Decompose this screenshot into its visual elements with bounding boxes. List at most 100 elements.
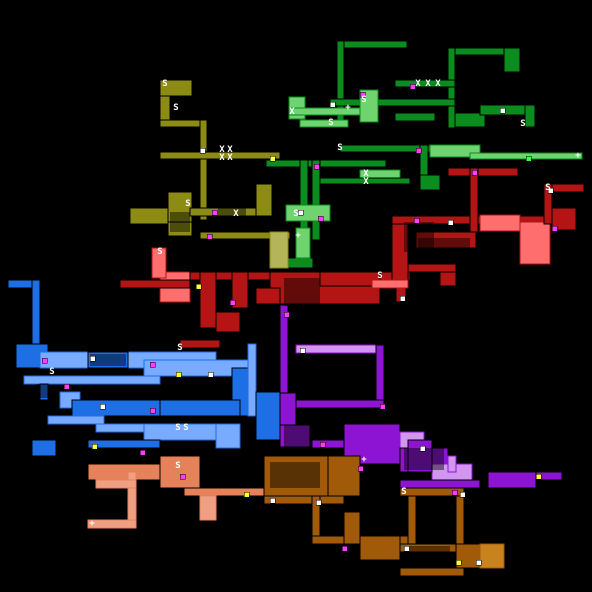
brown-region-room xyxy=(343,511,361,545)
red-region-room xyxy=(199,271,217,329)
door-marker xyxy=(313,163,320,170)
save-icon: S xyxy=(361,95,366,105)
door-marker xyxy=(207,371,214,378)
purple-region-room xyxy=(407,439,433,473)
purple-region-hatched-room xyxy=(284,425,310,447)
blocked-icon: X xyxy=(289,107,295,117)
blocked-icon: X xyxy=(415,79,421,89)
purple-region-room xyxy=(487,471,537,489)
door-marker xyxy=(175,371,182,378)
blocked-icon: X xyxy=(227,153,233,163)
blue-region-room xyxy=(23,375,161,385)
blue-region-room xyxy=(255,391,281,441)
heal-icon: + xyxy=(295,231,301,241)
red-region-room xyxy=(415,231,477,249)
green-region-room xyxy=(447,47,456,129)
door-marker xyxy=(243,491,250,498)
green-region-room xyxy=(394,112,436,122)
green-region-room xyxy=(394,79,456,88)
door-marker xyxy=(139,449,146,456)
blocked-icon: X xyxy=(227,145,233,155)
green-region-room xyxy=(503,47,521,73)
brown-region-room xyxy=(359,535,401,561)
door-marker xyxy=(319,441,326,448)
blocked-icon: X xyxy=(219,145,225,155)
door-marker xyxy=(447,219,454,226)
salmon-region-room xyxy=(199,495,217,521)
blue-region-hatched-room xyxy=(90,354,126,366)
door-marker xyxy=(341,545,348,552)
door-marker xyxy=(475,559,482,566)
blocked-icon: X xyxy=(425,79,431,89)
blocked-icon: X xyxy=(233,209,239,219)
save-icon: S xyxy=(293,209,298,219)
green-region-room xyxy=(419,174,441,191)
green-region-room xyxy=(265,159,387,168)
olive-region-hatched-room xyxy=(170,212,190,232)
door-marker xyxy=(315,499,322,506)
red-region-hatched-room xyxy=(418,238,470,248)
red-region-room xyxy=(371,279,409,289)
salmon-region-room xyxy=(95,479,137,489)
red-region-room xyxy=(151,247,167,279)
heal-icon: + xyxy=(89,519,95,529)
door-marker xyxy=(357,465,364,472)
save-icon: S xyxy=(162,79,167,89)
blue-region-room xyxy=(47,415,105,425)
olive-region-room xyxy=(159,79,193,97)
green-region-room xyxy=(287,257,314,269)
door-marker xyxy=(299,347,306,354)
blue-region-room xyxy=(247,343,257,417)
save-icon: S xyxy=(173,103,178,113)
door-marker xyxy=(535,473,542,480)
purple-region-room xyxy=(295,344,385,354)
blocked-icon: X xyxy=(363,169,369,179)
red-region-room xyxy=(479,214,521,232)
green-region-room xyxy=(311,159,321,241)
door-marker xyxy=(359,91,366,98)
door-marker xyxy=(471,169,478,176)
purple-region-room xyxy=(295,399,385,409)
door-marker xyxy=(329,101,336,108)
heal-icon: + xyxy=(345,103,351,113)
red-region-hatched-room xyxy=(284,278,320,306)
brown-region-room xyxy=(263,495,345,505)
door-marker xyxy=(269,497,276,504)
green-region-hatched-room xyxy=(410,88,440,98)
purple-region-room xyxy=(447,455,457,473)
olive-region-room xyxy=(167,221,193,237)
save-icon: S xyxy=(49,367,54,377)
save-icon: S xyxy=(177,343,182,353)
red-region-room xyxy=(551,207,577,231)
door-marker xyxy=(419,445,426,452)
door-marker xyxy=(317,215,324,222)
red-region-room xyxy=(447,167,519,177)
blue-region-room xyxy=(31,439,57,457)
blue-region-room xyxy=(87,351,129,369)
save-icon: S xyxy=(520,119,525,129)
save-icon: S xyxy=(175,461,180,471)
door-marker xyxy=(63,383,70,390)
olive-region-room xyxy=(199,231,291,240)
purple-region-room xyxy=(375,344,385,406)
green-region-room xyxy=(319,177,411,185)
door-marker xyxy=(206,233,213,240)
save-icon: S xyxy=(185,199,190,209)
save-icon: S xyxy=(337,143,342,153)
door-marker xyxy=(415,147,422,154)
door-marker xyxy=(547,187,554,194)
blocked-icon: X xyxy=(219,153,225,163)
door-marker xyxy=(451,489,458,496)
red-region-room xyxy=(179,339,221,349)
door-marker xyxy=(409,83,416,90)
brown-region-room xyxy=(407,495,417,545)
green-region-room xyxy=(524,104,536,128)
save-icon: S xyxy=(545,183,550,193)
heal-icon: + xyxy=(361,455,367,465)
blue-region-room xyxy=(215,423,241,449)
olive-region-room xyxy=(159,119,209,128)
red-region-room xyxy=(543,183,553,225)
olive-region-room xyxy=(159,151,281,160)
